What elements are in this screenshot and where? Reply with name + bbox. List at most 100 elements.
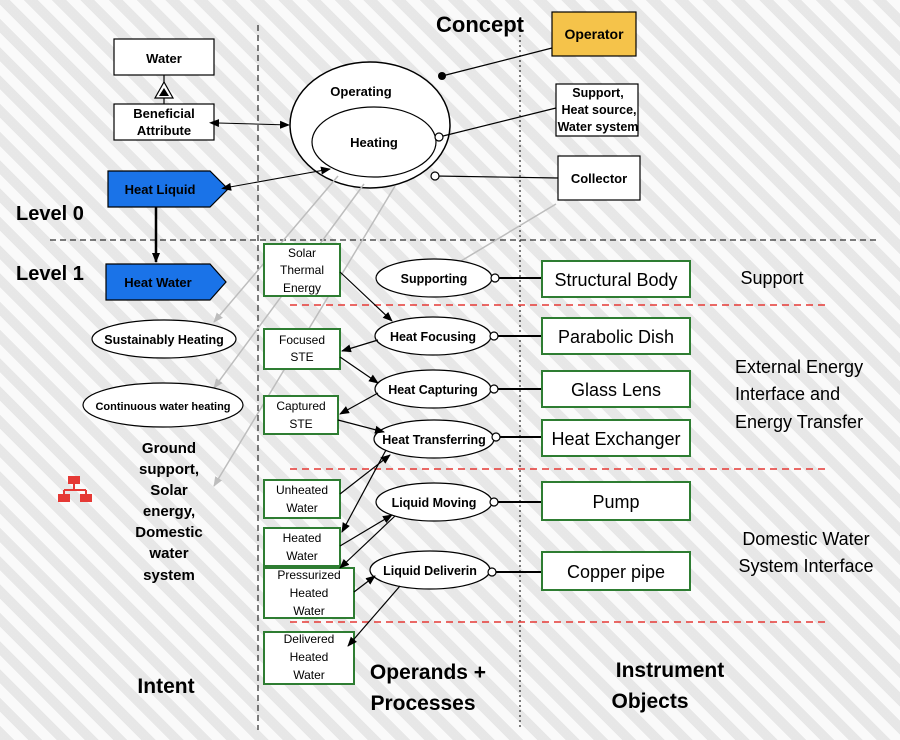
instrument-heat-exchanger[interactable]: Heat Exchanger	[541, 419, 691, 457]
operands-header-line2: Processes	[370, 692, 475, 715]
copper-pipe-label: Copper pipe	[567, 562, 665, 582]
unheated-water-line-2: Water	[286, 501, 318, 515]
sustainably-heating-ellipse[interactable]: Sustainably Heating	[91, 319, 237, 359]
operator-agent-dot	[438, 72, 446, 80]
delivered-line-2: Heated	[290, 650, 329, 664]
arrow-ste-to-focusing	[339, 271, 393, 322]
heat-liquid-block[interactable]: Heat Liquid	[107, 170, 229, 208]
sustainably-heating-label: Sustainably Heating	[104, 333, 223, 347]
group-domestic-water-line-1: Domestic Water	[742, 529, 869, 549]
instruments-header-line2: Objects	[611, 690, 688, 713]
attribute-operating-link	[209, 119, 290, 129]
instrument-copper-pipe[interactable]: Copper pipe	[541, 551, 691, 591]
operand-pressurized-heated-water[interactable]: Pressurized Heated Water	[263, 567, 355, 619]
beneficial-attribute-box[interactable]: Beneficial Attribute	[113, 103, 215, 141]
solar-thermal-energy-line-1: Solar	[288, 246, 316, 260]
ground-support-line-5: Domestic	[135, 524, 203, 541]
ground-support-line-2: support,	[139, 461, 199, 478]
heat-water-label: Heat Water	[124, 275, 191, 290]
arrow-heated-to-moving	[339, 514, 393, 547]
arrow-pressurized-to-delivering	[353, 575, 376, 593]
support-box-line-1: Support,	[572, 86, 623, 100]
support-box-line-2: Heat source,	[561, 103, 636, 117]
ground-support-line-7: system	[143, 567, 195, 584]
operator-agent-link	[441, 47, 553, 77]
support-heat-water-box[interactable]: Support, Heat source, Water system	[555, 83, 639, 137]
collector-label: Collector	[571, 171, 627, 186]
process-heat-capturing[interactable]: Heat Capturing	[374, 369, 492, 409]
operand-solar-thermal-energy[interactable]: Solar Thermal Energy	[263, 243, 341, 297]
operand-unheated-water[interactable]: Unheated Water	[263, 479, 341, 519]
process-liquid-moving[interactable]: Liquid Moving	[375, 482, 493, 522]
heated-water-line-2: Water	[286, 549, 318, 563]
operating-label: Operating	[330, 84, 391, 99]
arrow-focused-to-capturing	[339, 356, 379, 384]
solar-thermal-energy-line-3: Energy	[283, 281, 321, 295]
arrow-delivering-to-delivered	[347, 585, 401, 647]
level0-label: Level 0	[16, 203, 84, 225]
ground-support-line-4: energy,	[143, 503, 195, 520]
heat-exchanger-label: Heat Exchanger	[551, 429, 680, 449]
beneficial-attribute-label-1: Beneficial	[133, 106, 194, 121]
solar-thermal-energy-line-2: Thermal	[280, 263, 324, 277]
heat-transferring-label: Heat Transferring	[382, 433, 486, 447]
heated-water-line-1: Heated	[283, 531, 322, 545]
operand-captured-ste[interactable]: Captured STE	[263, 395, 339, 435]
group-domestic-water-line-2: System Interface	[738, 556, 873, 576]
arrow-moving-to-pressurized	[339, 515, 396, 569]
focused-ste-line-1: Focused	[279, 333, 325, 347]
process-heat-transferring[interactable]: Heat Transferring	[373, 419, 495, 459]
operand-delivered-heated-water[interactable]: Delivered Heated Water	[263, 631, 355, 685]
instrument-pump[interactable]: Pump	[541, 481, 691, 521]
support-instrument-link	[438, 107, 557, 138]
process-heat-focusing[interactable]: Heat Focusing	[374, 316, 492, 356]
collector-box[interactable]: Collector	[557, 155, 641, 201]
unheated-water-line-1: Unheated	[276, 483, 328, 497]
support-instrument-circle	[434, 132, 444, 142]
concept-header: Concept	[436, 12, 525, 37]
operand-heated-water[interactable]: Heated Water	[263, 527, 341, 567]
glass-lens-label: Glass Lens	[571, 380, 661, 400]
supporting-label: Supporting	[401, 272, 468, 286]
captured-ste-line-1: Captured	[276, 399, 325, 413]
continuous-water-heating-ellipse[interactable]: Continuous water heating	[82, 382, 244, 428]
ground-support-line-1: Ground	[142, 440, 196, 457]
exhibition-triangle-icon	[153, 75, 175, 104]
heating-ellipse[interactable]: Heating	[311, 106, 437, 178]
instrument-structural-body[interactable]: Structural Body	[541, 260, 691, 298]
instrument-parabolic-dish[interactable]: Parabolic Dish	[541, 317, 691, 355]
operands-header-line1: Operands +	[370, 661, 486, 684]
operator-box[interactable]: Operator	[551, 11, 637, 57]
structural-body-label: Structural Body	[554, 270, 677, 290]
arrow-unheated-to-transferring	[339, 454, 391, 495]
pump-label: Pump	[592, 492, 639, 512]
ground-support-line-3: Solar	[150, 482, 188, 499]
group-support-label: Support	[740, 268, 803, 288]
intent-header: Intent	[137, 675, 194, 698]
arrow-focusing-to-focused	[341, 339, 379, 353]
operator-label: Operator	[564, 26, 624, 42]
heat-water-block[interactable]: Heat Water	[105, 263, 227, 301]
water-box[interactable]: Water	[113, 38, 215, 76]
liquid-moving-label: Liquid Moving	[392, 496, 477, 510]
heat-focusing-label: Heat Focusing	[390, 330, 476, 344]
operand-focused-ste[interactable]: Focused STE	[263, 328, 341, 370]
arrow-transferring-to-heated	[341, 449, 387, 533]
support-box-line-3: Water system	[558, 120, 639, 134]
liquid-delivering-label: Liquid Deliverin	[383, 564, 477, 578]
process-liquid-delivering[interactable]: Liquid Deliverin	[369, 550, 491, 590]
heating-label: Heating	[350, 135, 398, 150]
delivered-line-3: Water	[293, 668, 325, 682]
process-supporting[interactable]: Supporting	[375, 258, 493, 298]
heat-capturing-label: Heat Capturing	[388, 383, 478, 397]
pressurized-line-2: Heated	[290, 586, 329, 600]
ground-support-text: Ground support, Solar energy, Domestic w…	[135, 440, 203, 584]
hierarchy-icon[interactable]	[58, 476, 92, 502]
instruments-header-line1: Instrument	[616, 659, 725, 682]
instrument-glass-lens[interactable]: Glass Lens	[541, 370, 691, 408]
pressurized-line-3: Water	[293, 604, 325, 618]
level1-label: Level 1	[16, 263, 84, 285]
captured-ste-line-2: STE	[289, 417, 312, 431]
group-external-energy-line-1: External Energy	[735, 357, 863, 377]
heat-liquid-label: Heat Liquid	[125, 182, 196, 197]
